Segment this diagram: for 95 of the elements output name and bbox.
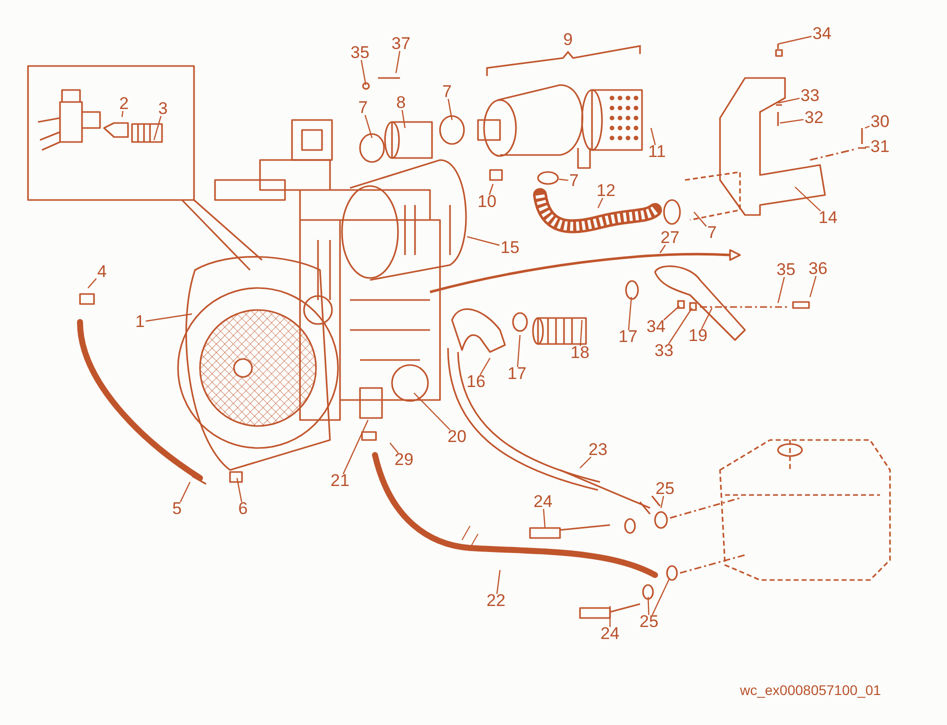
leader-line [342,420,369,474]
callout-number: 35 [350,44,370,62]
leader-line [488,184,494,196]
callout-number: 22 [486,592,506,610]
leader-line [809,276,817,298]
callout-number: 10 [478,193,496,211]
leader-line [597,198,604,208]
callout-number: 24 [534,493,552,511]
callout-number: 11 [648,143,666,161]
callout-number: 5 [172,500,182,518]
callout-number: 33 [654,342,674,360]
leader-line [794,186,821,212]
leader-line [628,296,632,330]
leader-line [652,578,670,616]
callout-number: 3 [158,100,168,118]
leader-line [360,60,366,86]
callout-number: 24 [600,625,620,643]
callout-number: 2 [119,95,129,113]
callout-number: 32 [804,109,824,127]
callout-number: 6 [238,500,248,518]
callout-number: 20 [448,428,466,446]
leader-line [466,236,500,246]
callout-number: 9 [563,31,573,49]
callout-number: 30 [870,113,890,131]
callout-number: 8 [396,94,406,112]
hose-clamp [625,280,639,300]
leader-line [780,118,804,124]
leader-line [650,128,656,146]
leader-line [496,570,501,594]
leader-line [395,50,400,74]
leader-line [88,278,97,288]
leader-line [580,456,592,468]
callout-number: 31 [870,138,890,156]
leader-line [542,508,546,528]
callout-number: 36 [808,260,828,278]
leader-line [694,212,707,227]
callout-number: 15 [500,239,520,257]
leader-line [402,110,406,128]
leader-line [236,478,242,502]
leader-line [580,320,583,346]
washer [666,565,678,581]
leader-line [180,482,191,502]
callout-number: 19 [688,327,708,345]
leader-line [864,126,870,129]
leader-line [558,178,568,181]
callout-number: 18 [570,344,590,362]
callout-number: 17 [508,365,526,383]
leader-line [480,358,491,376]
leader-line [414,392,451,430]
callout-number: 16 [466,373,486,391]
leader-line [121,110,124,118]
leader-line [609,606,611,627]
leader-line [516,334,521,368]
leader-line [663,306,680,320]
figure-code: wc_ex0008057100_01 [740,682,881,698]
leader-line [146,313,192,322]
muffler [341,159,467,281]
washer [362,82,370,90]
callout-number: 25 [640,613,658,631]
callout-number: 7 [442,83,452,101]
callout-number: 7 [707,224,717,242]
callout-number: 25 [656,480,674,498]
leader-line [648,596,650,616]
callout-number: 34 [812,25,832,43]
callout-number: 7 [569,172,579,190]
leader-line [700,308,713,330]
leader-line [777,276,785,304]
callout-number: 34 [646,318,666,336]
leader-line [660,496,664,508]
hose-clamp [537,171,559,185]
callout-number: 14 [818,209,838,227]
leader-line [660,244,666,254]
callout-number: 23 [588,441,608,459]
nut [677,300,685,309]
leader-line [778,36,812,45]
callout-number: 35 [776,261,796,279]
callout-number: 17 [618,328,638,346]
callout-number: 1 [135,313,145,331]
washer [642,584,654,600]
callout-number: 29 [394,451,414,469]
callout-number: 21 [330,472,350,490]
washer [689,302,697,311]
callout-number: 27 [660,229,680,247]
leader-line [865,146,870,148]
leader-line [153,116,162,140]
callout-number: 12 [596,182,616,200]
leader-line [390,442,399,454]
callout-number: 33 [800,87,820,105]
leader-line [364,114,373,138]
callout-number: 7 [358,99,368,117]
callout-number: 37 [392,35,410,53]
leader-line [448,98,453,120]
callout-number: 4 [97,263,107,281]
leader-line [778,98,800,104]
leader-line [668,308,693,344]
